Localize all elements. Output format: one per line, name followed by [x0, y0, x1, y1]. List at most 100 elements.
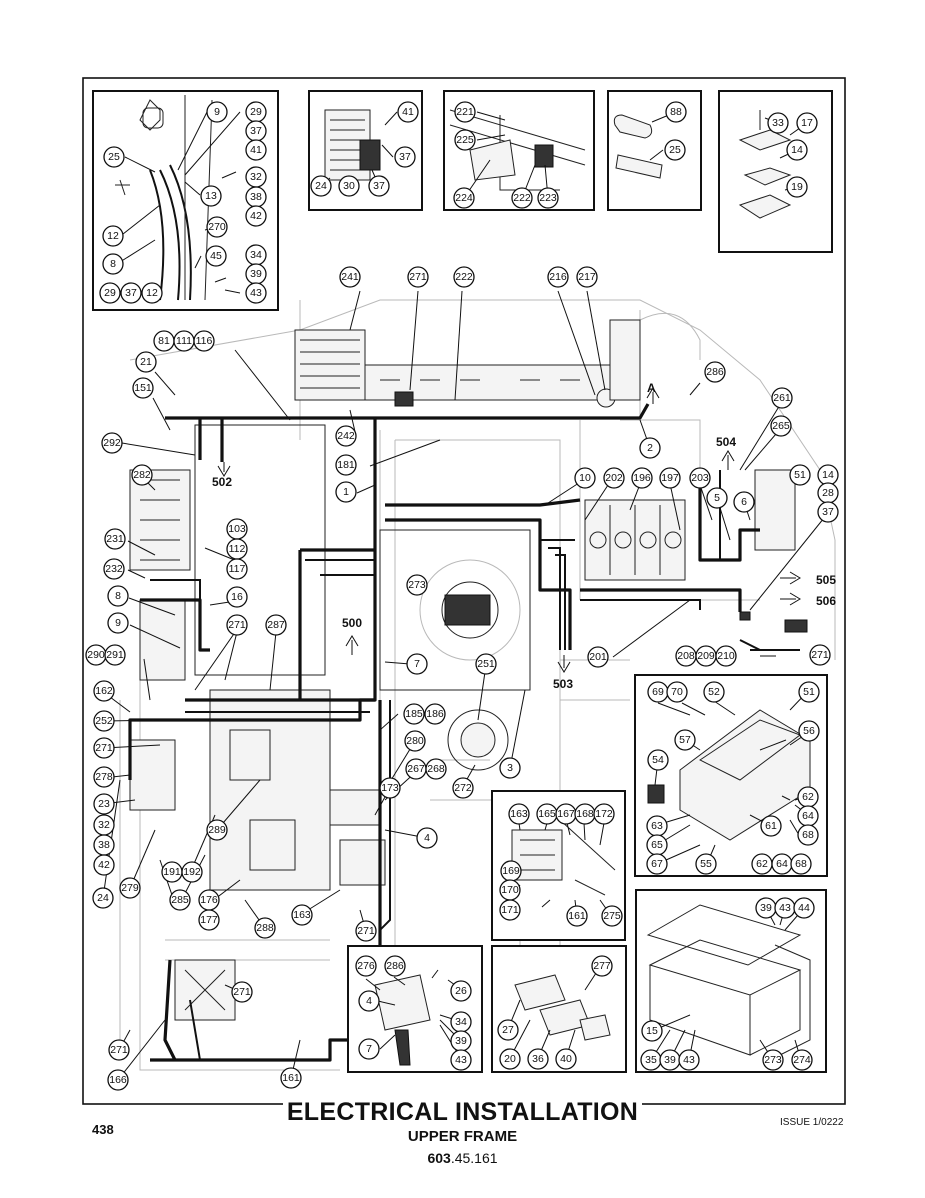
callout: 286: [704, 361, 726, 383]
svg-text:25: 25: [669, 144, 681, 156]
svg-text:68: 68: [795, 858, 807, 870]
svg-text:103: 103: [228, 523, 246, 535]
callout: 161: [280, 1067, 302, 1089]
svg-text:203: 203: [691, 472, 709, 484]
svg-text:21: 21: [140, 356, 152, 368]
callout: 14: [786, 139, 808, 161]
svg-text:287: 287: [267, 619, 285, 631]
callout: 51: [789, 464, 811, 486]
callout: 7: [406, 653, 428, 675]
svg-text:278: 278: [95, 771, 113, 783]
callout: 34: [450, 1011, 472, 1033]
callout: 51: [798, 681, 820, 703]
callout: 289: [206, 819, 228, 841]
svg-text:271: 271: [110, 1044, 128, 1056]
svg-text:23: 23: [98, 798, 110, 810]
svg-text:67: 67: [651, 858, 663, 870]
svg-text:42: 42: [98, 859, 110, 871]
svg-text:201: 201: [589, 651, 607, 663]
callout: 286: [384, 955, 406, 977]
callout: 38: [245, 186, 267, 208]
page-subtitle: UPPER FRAME: [407, 1128, 518, 1145]
routing-arrows: [217, 387, 801, 673]
callout: 52: [703, 681, 725, 703]
callout: 223: [537, 187, 559, 209]
callout: 45: [205, 245, 227, 267]
callout: 185: [403, 703, 425, 725]
slew-ring: [379, 529, 531, 771]
svg-text:29: 29: [104, 287, 116, 299]
svg-text:39: 39: [250, 268, 262, 280]
callout: 170: [499, 879, 521, 901]
svg-text:8: 8: [115, 590, 121, 602]
callout: 272: [452, 777, 474, 799]
callout: 23: [93, 793, 115, 815]
svg-text:36: 36: [532, 1053, 544, 1065]
callout: 39: [755, 897, 777, 919]
callout: 29: [245, 101, 267, 123]
svg-text:70: 70: [671, 686, 683, 698]
callout: 16: [226, 586, 248, 608]
svg-text:112: 112: [229, 543, 246, 555]
callout: 64: [797, 805, 819, 827]
svg-text:30: 30: [343, 180, 355, 192]
callout: 32: [245, 166, 267, 188]
callout: 39: [659, 1049, 681, 1071]
svg-text:271: 271: [228, 619, 246, 631]
svg-text:291: 291: [106, 649, 124, 661]
callout: 267: [405, 758, 427, 780]
svg-text:61: 61: [765, 820, 777, 832]
callout: 271: [226, 614, 248, 636]
svg-text:292: 292: [103, 437, 121, 449]
callout: 273: [406, 574, 428, 596]
svg-text:170: 170: [501, 884, 519, 896]
svg-text:8: 8: [110, 258, 116, 270]
svg-text:29: 29: [250, 106, 262, 118]
svg-text:25: 25: [108, 151, 120, 163]
svg-text:273: 273: [408, 579, 426, 591]
svg-text:39: 39: [760, 902, 772, 914]
svg-text:210: 210: [717, 650, 735, 662]
callout: 222: [511, 187, 533, 209]
callout: 271: [93, 737, 115, 759]
svg-text:33: 33: [772, 117, 784, 129]
callout: 163: [508, 803, 530, 825]
callout: 37: [817, 501, 839, 523]
inset-panel-sleeves: [607, 90, 702, 211]
callout: 275: [601, 905, 623, 927]
callout: 37: [120, 282, 142, 304]
svg-text:68: 68: [802, 829, 814, 841]
svg-text:64: 64: [802, 810, 814, 822]
callout: 225: [454, 129, 476, 151]
callout: 290: [85, 644, 107, 666]
callout: 277: [591, 955, 613, 977]
callout: 192: [181, 861, 203, 883]
callout: 271: [108, 1039, 130, 1061]
callout: 65: [646, 834, 668, 856]
callout: 224: [453, 187, 475, 209]
callout: 9: [206, 101, 228, 123]
svg-text:271: 271: [95, 742, 113, 754]
engine-block: [294, 319, 641, 408]
callout: 216: [547, 266, 569, 288]
svg-text:38: 38: [250, 191, 262, 203]
svg-text:27: 27: [502, 1024, 514, 1036]
callout: 162: [93, 680, 115, 702]
callout: 271: [355, 920, 377, 942]
callout: 171: [499, 899, 521, 921]
callout: 35: [640, 1049, 662, 1071]
callout: 112: [226, 538, 248, 560]
callout: 42: [93, 854, 115, 876]
callout: 252: [93, 710, 115, 732]
svg-text:65: 65: [651, 839, 663, 851]
callout: 64: [771, 853, 793, 875]
svg-text:51: 51: [794, 469, 806, 481]
part-number-prefix: 603: [427, 1150, 451, 1166]
svg-text:12: 12: [146, 287, 158, 299]
callout: 88: [665, 101, 687, 123]
svg-text:6: 6: [741, 496, 747, 508]
svg-text:186: 186: [426, 708, 444, 720]
svg-text:41: 41: [250, 144, 262, 156]
svg-text:20: 20: [504, 1053, 516, 1065]
